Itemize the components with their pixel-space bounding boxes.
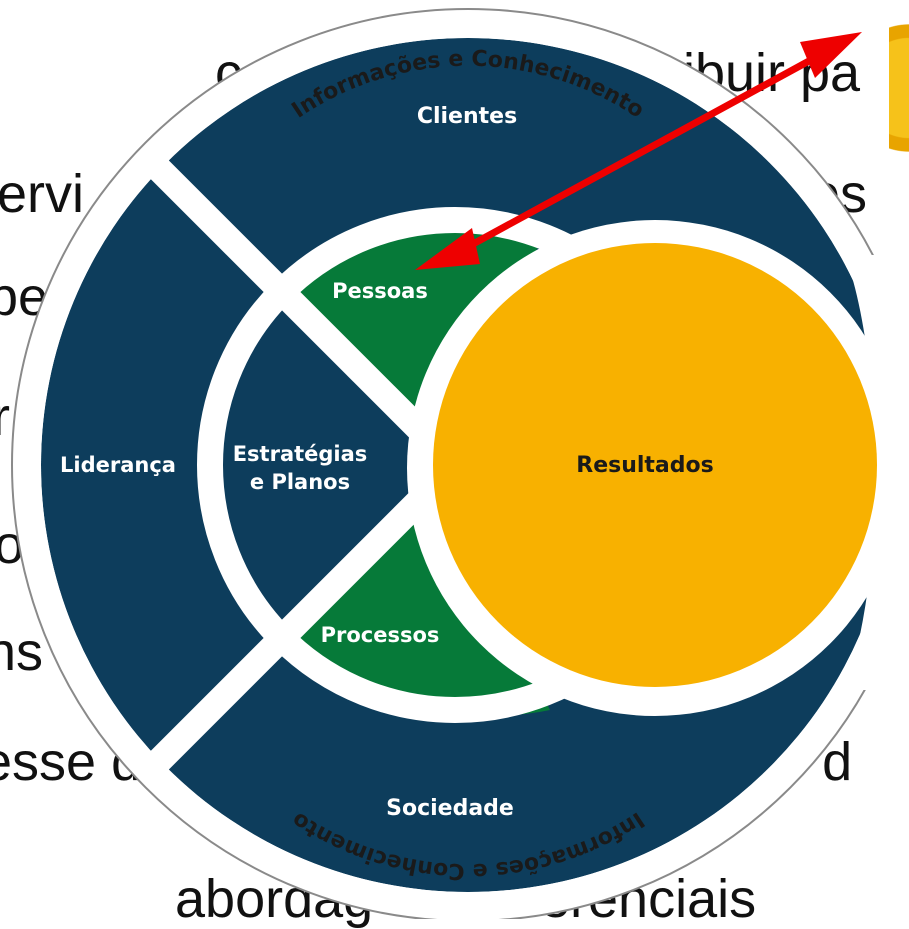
sociedade-label: Sociedade xyxy=(386,796,514,821)
pessoas-segment xyxy=(290,216,550,420)
resultados-circle xyxy=(433,243,877,687)
lideranca-label: Liderança xyxy=(60,453,176,477)
bg-text-line-2a: servi xyxy=(0,164,85,224)
clientes-label: Clientes xyxy=(417,104,517,129)
bg-text-line-4: r xyxy=(0,387,10,447)
estrategias-label-line2: e Planos xyxy=(250,470,350,494)
bg-text-line-6a: ns xyxy=(0,622,44,682)
double-arrow-icon xyxy=(415,32,862,270)
processos-segment xyxy=(290,512,550,717)
resultados-label: Resultados xyxy=(576,453,713,478)
logo-fragment xyxy=(889,0,909,160)
pessoas-label: Pessoas xyxy=(332,279,428,303)
processos-label: Processos xyxy=(321,623,440,647)
estrategias-label-line1: Estratégias xyxy=(233,442,368,466)
